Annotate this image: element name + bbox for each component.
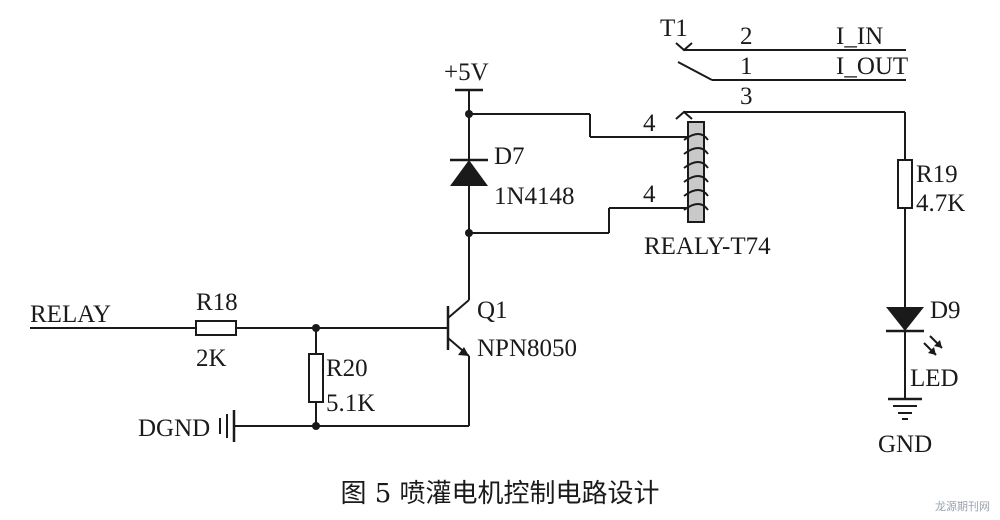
- r20-resistor: [308, 353, 324, 403]
- coil-winding: [683, 133, 709, 211]
- q1-collector-leg: [447, 299, 470, 319]
- d9-ref: D9: [930, 297, 961, 324]
- r19-value: 4.7K: [916, 190, 965, 217]
- gnd-label: GND: [878, 431, 932, 458]
- diode-d7: D7 1N4148 4: [450, 114, 690, 237]
- relay-coil: REALY-T74: [644, 121, 771, 260]
- r20-value: 5.1K: [326, 390, 375, 417]
- d7-triangle: [450, 160, 488, 186]
- d9-triangle: [886, 307, 924, 331]
- relay-switch-t1: T1 2 I_IN 1 I_OUT 3: [660, 15, 908, 120]
- i-out-label: I_OUT: [836, 53, 908, 80]
- d7-part: 1N4148: [494, 183, 575, 210]
- switch-blade: [677, 61, 713, 81]
- r20-ref: R20: [326, 355, 368, 382]
- switch-pin-2-label: 2: [740, 23, 753, 50]
- r18-ref: R18: [196, 289, 238, 316]
- r18-resistor: [195, 320, 237, 336]
- i-in-label: I_IN: [836, 23, 883, 50]
- coil-pin-4a-label: 4: [643, 110, 656, 137]
- coil-pin-4b-label: 4: [643, 181, 656, 208]
- r19-ref: R19: [916, 161, 958, 188]
- switch-contact-nc: [675, 42, 693, 52]
- coil-core: [687, 121, 705, 223]
- q1-part: NPN8050: [477, 335, 577, 362]
- ground-symbol-icon: [888, 397, 922, 420]
- figure-caption: 图 5 喷灌电机控制电路设计: [340, 479, 659, 509]
- q1-ref: Q1: [477, 297, 508, 324]
- switch-contact-common: [675, 110, 693, 120]
- led-emission-arrows-icon: [923, 335, 943, 356]
- driver-stage: RELAY R18 2K Q1 NPN8050 R20 5.1K DGND: [30, 233, 577, 442]
- watermark: 龙源期刊网: [935, 499, 990, 513]
- coil-part-label: REALY-T74: [644, 233, 771, 260]
- r18-value: 2K: [196, 345, 227, 372]
- switch-pin-1-label: 1: [740, 53, 753, 80]
- d9-type-label: LED: [910, 365, 959, 392]
- supply-5v: +5V 4: [444, 59, 690, 138]
- transistor-q1: Q1 NPN8050: [446, 233, 577, 426]
- led-branch: R19 4.7K D9 LED GND: [878, 112, 965, 458]
- switch-pin-3-label: 3: [740, 83, 753, 110]
- dgnd-symbol-icon: [219, 410, 236, 442]
- supply-label: +5V: [444, 59, 489, 86]
- dgnd-label: DGND: [138, 415, 210, 442]
- relay-input-label: RELAY: [30, 301, 111, 328]
- d7-ref: D7: [494, 143, 525, 170]
- r19-resistor: [897, 159, 913, 209]
- q1-emitter-arrow: [458, 347, 469, 356]
- relay-switch-ref: T1: [660, 15, 688, 42]
